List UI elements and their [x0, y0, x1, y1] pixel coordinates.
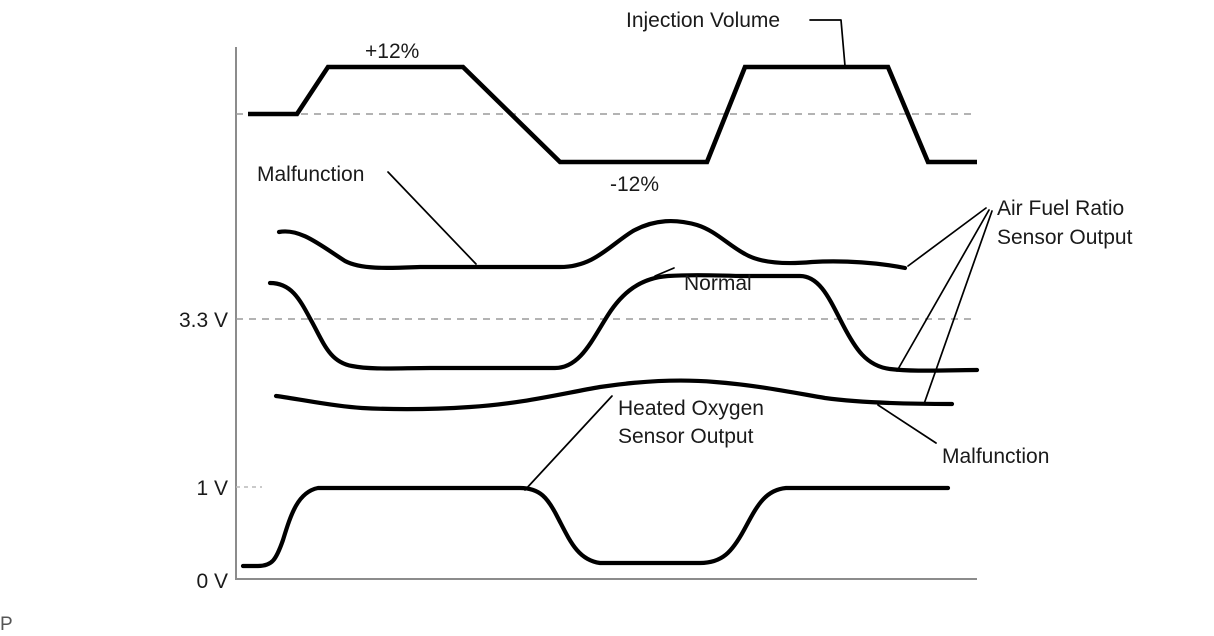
- axis-label-3v3: 3.3 V: [179, 309, 228, 332]
- heated-oxygen-sensor-trace: [240, 485, 951, 569]
- axis-label-0v: 0 V: [196, 570, 228, 593]
- label-normal: Normal: [684, 272, 752, 295]
- label-malfunction-lower: Malfunction: [942, 445, 1049, 468]
- axis-label-1v: 1 V: [196, 477, 228, 500]
- leader-afr-lower: [923, 210, 993, 405]
- afr-malfunction-upper-trace: [276, 218, 908, 271]
- axes-group: [235, 47, 977, 580]
- label-minus-12-percent: -12%: [610, 173, 659, 196]
- afr-normal-waveform: [267, 273, 980, 373]
- annotations-group: Injection Volume +12% -12% Malfunction N…: [257, 9, 1133, 468]
- afr-malfunction-upper-waveform: [276, 218, 908, 271]
- leader-normal: [654, 267, 675, 277]
- leader-malfunction-lower: [877, 404, 937, 444]
- leader-injection-volume: [809, 19, 846, 67]
- injection-volume-waveform: [248, 64, 977, 165]
- label-air-fuel-ratio-line2: Sensor Output: [997, 226, 1133, 249]
- label-injection-volume: Injection Volume: [626, 9, 780, 32]
- leader-afr-normal: [896, 209, 990, 372]
- corner-mark: P: [0, 614, 13, 635]
- label-heated-oxygen-line2: Sensor Output: [618, 425, 754, 448]
- afr-malfunction-lower-waveform: [273, 378, 955, 412]
- label-malfunction-upper: Malfunction: [257, 163, 364, 186]
- leader-malfunction-upper: [387, 171, 477, 265]
- leader-lines-group: [387, 19, 993, 491]
- axis-labels-group: 3.3 V 1 V 0 V: [179, 309, 228, 593]
- afr-normal-trace: [267, 273, 980, 373]
- injection-volume-trace: [248, 64, 977, 165]
- heated-oxygen-sensor-waveform: [240, 485, 951, 569]
- leader-heated-oxygen-sensor: [524, 395, 613, 491]
- label-air-fuel-ratio-line1: Air Fuel Ratio: [997, 197, 1124, 220]
- label-plus-12-percent: +12%: [365, 40, 419, 63]
- label-heated-oxygen-line1: Heated Oxygen: [618, 397, 764, 420]
- afr-malfunction-lower-trace: [273, 378, 955, 412]
- leader-afr-upper: [907, 207, 987, 267]
